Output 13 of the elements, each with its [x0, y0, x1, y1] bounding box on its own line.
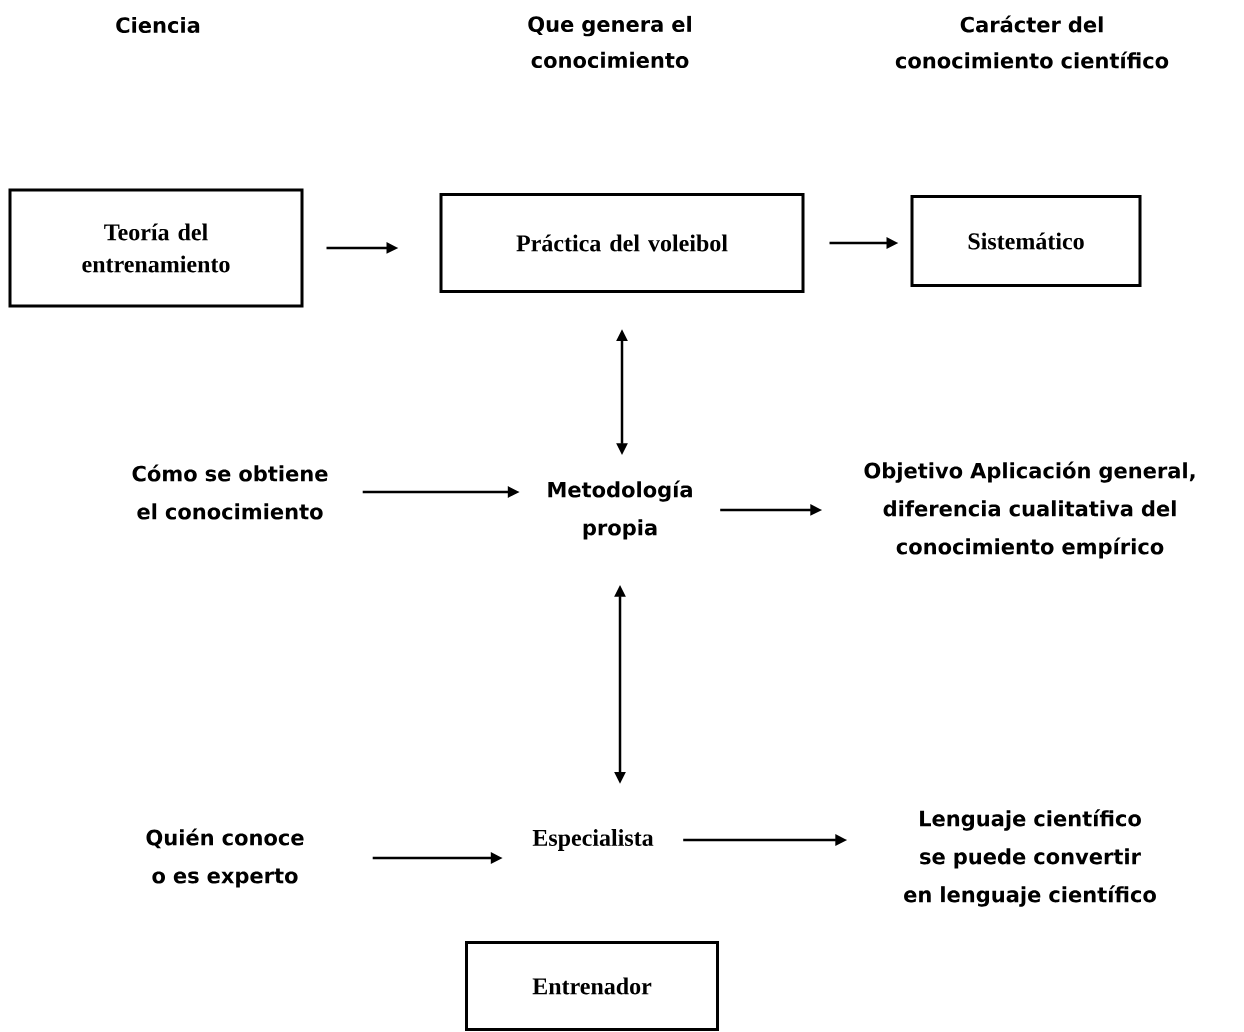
- text-label: Cómo se obtiene el conocimiento: [132, 464, 328, 520]
- text-label: Objetivo Aplicación general, diferencia cualitativa del conocimiento empírico: [864, 461, 1195, 559]
- column-heading: Ciencia: [116, 16, 200, 34]
- process-box: Entrenador: [465, 941, 719, 1031]
- process-box: Práctica del voleibol: [439, 193, 805, 293]
- text-label: Especialista: [532, 829, 654, 851]
- text-label: Quién conoce o es experto: [146, 828, 304, 888]
- text-label: Lenguaje científico se puede convertir en lenguaje científico: [904, 809, 1156, 907]
- process-box: Sistemático: [910, 195, 1142, 287]
- text-label: Metodología propia: [548, 480, 692, 540]
- column-heading: Que genera el conocimiento: [528, 15, 691, 69]
- process-box: Teoría del entrenamiento: [8, 188, 304, 308]
- column-heading: Carácter del conocimiento científico: [895, 15, 1169, 69]
